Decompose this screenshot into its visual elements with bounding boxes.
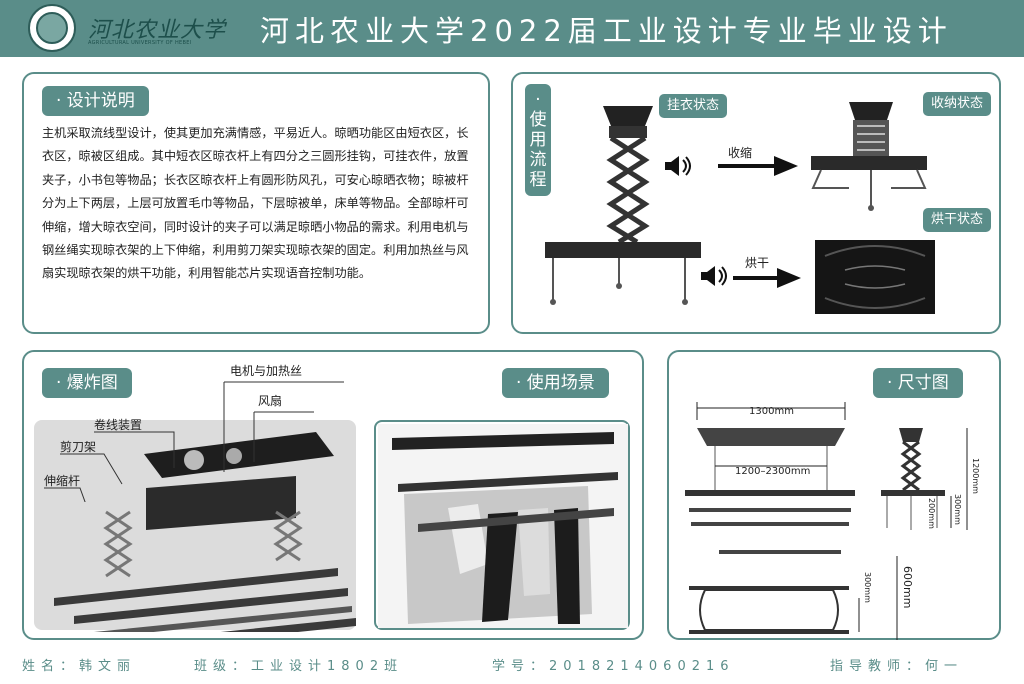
design-note-tag: · 设计说明 <box>42 86 149 116</box>
page-title: 河北农业大学2022届工业设计专业毕业设计 <box>260 14 953 48</box>
size-tag: · 尺寸图 <box>873 368 963 398</box>
university-name-logo: 河北农业大学 <box>88 18 227 43</box>
fan-label: 风扇 <box>258 394 283 408</box>
design-note-text: 主机采取流线型设计，使其更加充满情感，平易近人。晾晒功能区由短衣区，长衣区，晾被… <box>42 126 469 281</box>
header-bar: 河北农业大学 AGRICULTURAL UNIVERSITY OF HEBEI … <box>0 0 1024 57</box>
depth-300-dim: 300mm <box>863 572 872 603</box>
telescopic-rod-label: 伸缩杆 <box>44 474 81 488</box>
dry-arrow-label: 烘干 <box>745 256 770 270</box>
exploded-leader-lines <box>44 381 344 502</box>
design-note-panel: · 设计说明 主机采取流线型设计，使其更加充满情感，平易近人。晾晒功能区由短衣区… <box>22 72 490 334</box>
scissor-frame-label: 剪刀架 <box>60 440 97 454</box>
state-fold-label: 收纳状态 <box>923 92 992 116</box>
size-panel: · 尺寸图 1300mm 1200–2300mm 1200mm 300mm 20… <box>667 350 1001 640</box>
size-drawings <box>685 402 968 640</box>
student-id: 学号：2018214060216 <box>492 659 735 674</box>
motor-heater-label: 电机与加热丝 <box>230 364 303 378</box>
speaker-icon-dry <box>701 266 727 286</box>
footer-info: 姓名：韩文丽 班级：工业设计1802班 学号：2018214060216 指导教… <box>22 655 1012 674</box>
hanging-rack-illustration <box>545 106 701 305</box>
state-dry-label: 烘干状态 <box>923 208 992 232</box>
width-1300-dim: 1300mm <box>749 406 794 417</box>
height-1200-dim: 1200mm <box>971 458 980 494</box>
usage-process-panel: · 使用流程 挂衣状态 收纳状态 烘干状态 收缩 烘干 <box>511 72 1001 334</box>
fold-arrow-icon <box>718 156 798 176</box>
use-scene-tag: · 使用场景 <box>502 368 609 398</box>
fold-arrow-label: 收缩 <box>728 146 753 160</box>
winder-label: 卷线装置 <box>94 418 143 432</box>
university-seal-logo <box>28 4 76 52</box>
exploded-rack-illustration <box>54 432 356 632</box>
student-name: 姓名：韩文丽 <box>22 659 137 674</box>
drying-unit-illustration <box>815 240 935 314</box>
exploded-view-panel: · 爆炸图 电机与加热丝 风扇 卷线装置 剪刀架 伸缩杆 <box>22 350 644 640</box>
use-scene-illustration <box>378 424 628 628</box>
height-200-dim: 200mm <box>927 498 936 529</box>
usage-process-tag: · 使用流程 <box>525 84 551 196</box>
use-scene-panel <box>374 420 630 630</box>
advisor-name: 指导教师：何一 <box>830 659 964 674</box>
student-class: 班级：工业设计1802班 <box>194 659 404 674</box>
state-hang-label: 挂衣状态 <box>659 94 728 118</box>
dry-arrow-icon <box>733 268 801 288</box>
speaker-icon <box>665 156 691 176</box>
depth-600-dim: 600mm <box>901 566 914 609</box>
exploded-view-tag: · 爆炸图 <box>42 368 132 398</box>
university-name-en: AGRICULTURAL UNIVERSITY OF HEBEI <box>88 40 192 46</box>
height-300-dim: 300mm <box>953 494 962 525</box>
width-1200-2300-dim: 1200–2300mm <box>735 466 811 477</box>
folded-rack-illustration <box>811 102 927 211</box>
